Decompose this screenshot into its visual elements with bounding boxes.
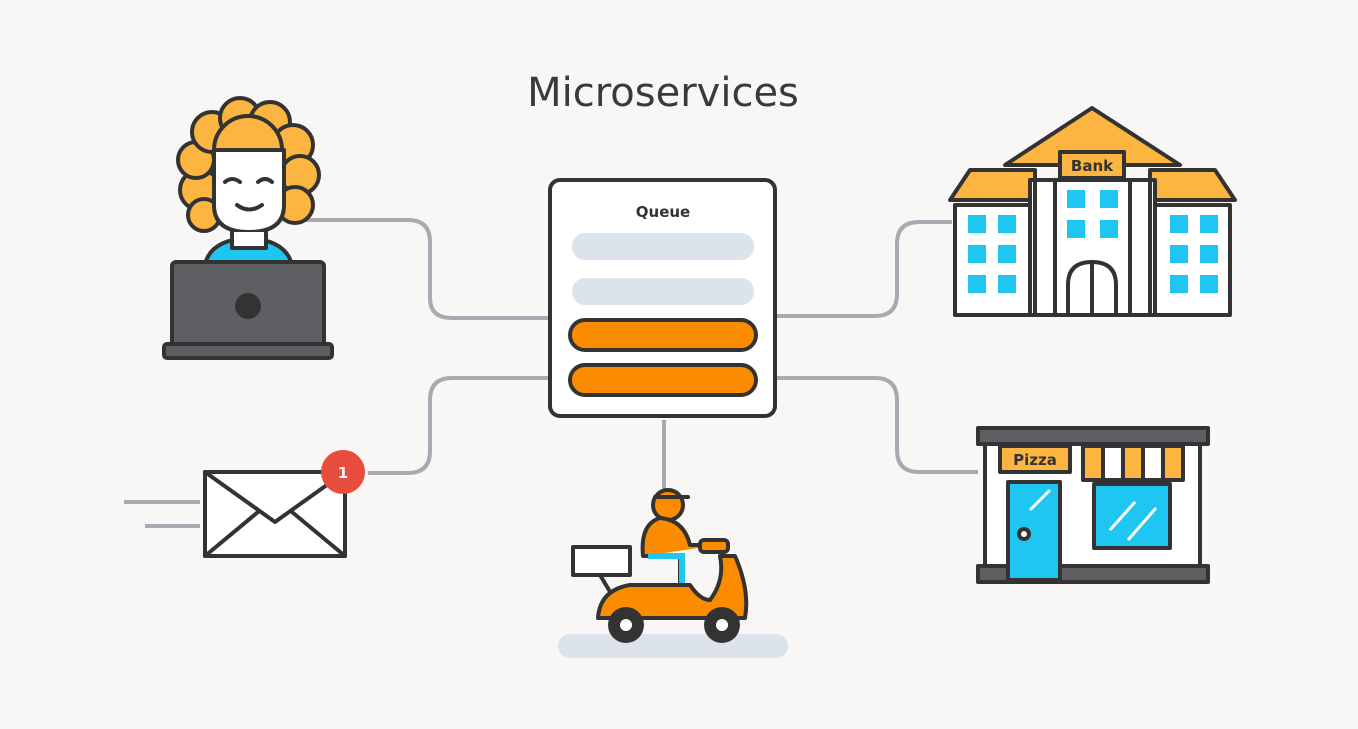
notification-badge-count: 1 xyxy=(338,464,348,482)
connector-user-queue xyxy=(300,218,550,320)
pizza-sign: Pizza xyxy=(1013,451,1057,469)
notification-badge: 1 xyxy=(321,450,365,494)
person-at-laptop-icon xyxy=(162,96,334,360)
mail-envelope-icon: 1 xyxy=(124,450,365,558)
connectors xyxy=(300,218,978,490)
queue-item-active xyxy=(568,318,758,352)
queue-item-active xyxy=(568,363,758,397)
connector-queue-bank xyxy=(777,220,952,318)
queue-panel: Queue xyxy=(548,178,777,418)
queue-label: Queue xyxy=(636,203,690,221)
pizza-shop-icon: Pizza xyxy=(976,426,1210,584)
connector-queue-pizza xyxy=(777,376,978,474)
queue-item-pending xyxy=(572,233,754,260)
page-title: Microservices xyxy=(527,70,799,116)
bank-sign: Bank xyxy=(1071,157,1114,175)
queue-item-pending xyxy=(572,278,754,305)
delivery-scooter-icon xyxy=(558,488,788,658)
connector-mail-queue xyxy=(368,376,550,475)
bank-building-icon: Bank xyxy=(948,106,1237,317)
